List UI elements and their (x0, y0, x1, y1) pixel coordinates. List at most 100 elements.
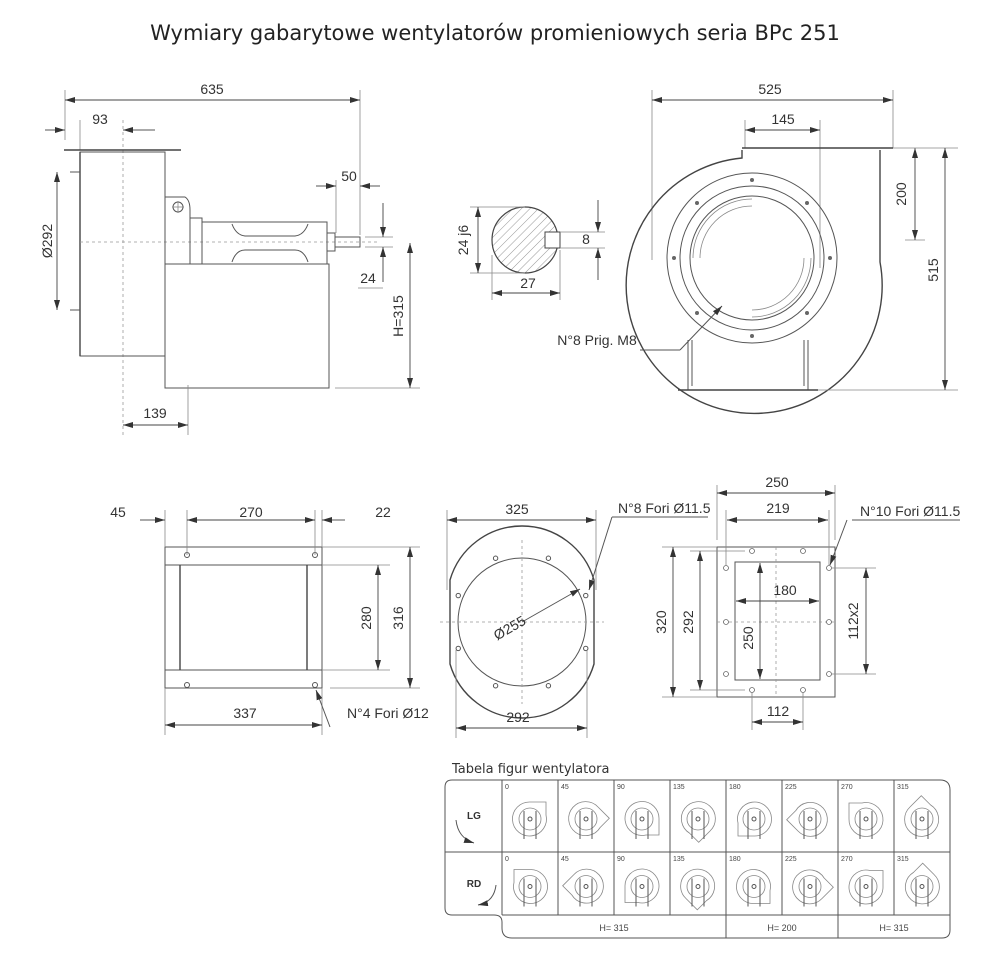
fan-orientation-icon (568, 801, 610, 839)
fan-orientation-icon (736, 869, 771, 907)
bearing-unit (201, 221, 328, 265)
fan-orientation-icon (512, 801, 547, 839)
bolt-hole (455, 645, 461, 652)
dim-total-width: 337 (233, 705, 257, 721)
dim-front-width: 525 (758, 81, 782, 97)
rotation-arrow-lg-icon (455, 819, 475, 844)
fan-orientation-icon (737, 801, 772, 839)
angle-label: 90 (617, 856, 625, 863)
holes-note-front: N°8 Prig. M8 (557, 332, 637, 348)
fan-figure-lg-315: 315 (893, 780, 940, 852)
fan-figure-lg-135: 135 (669, 780, 716, 852)
fan-orientation-icon (848, 802, 884, 839)
fan-orientation-icon (680, 801, 716, 843)
fan-figure-lg-0: 0 (505, 784, 547, 839)
footer-height-1: H= 315 (599, 923, 628, 933)
footer-height-2: H= 200 (767, 923, 796, 933)
dim-inlet-flange-diameter: Ø255 (491, 612, 529, 643)
dim-hole-spacing: 270 (239, 504, 263, 520)
dim-outlet-outer-height: 320 (653, 610, 669, 634)
angle-label: 45 (561, 784, 569, 791)
dim-outlet-hole-height: 292 (680, 610, 696, 634)
dim-total-height: 515 (925, 258, 941, 282)
rotation-arrow-rd-icon (477, 884, 497, 907)
fan-orientation-icon (848, 869, 884, 907)
dim-key-width: 8 (582, 231, 590, 247)
fan-orientation-icon (562, 868, 604, 907)
fan-figure-rd-45: 45 (557, 852, 604, 915)
dim-outlet-offset: 145 (771, 111, 795, 127)
housing-side (164, 263, 330, 389)
dim-left-offset: 45 (110, 504, 126, 520)
dim-outlet-inner-height: 250 (740, 626, 756, 650)
angle-label: 135 (673, 856, 685, 863)
bolt-hole (583, 592, 589, 599)
bolt-hole (545, 683, 552, 689)
fan-figure-rd-90: 90 (613, 852, 660, 915)
fan-figure-rd-0: 0 (505, 856, 548, 907)
fan-figure-lg-45: 45 (557, 780, 610, 852)
base-view: 45 270 22 280 316 337 N°4 Fori Ø12 (110, 504, 429, 735)
dim-outlet-hole-width: 219 (766, 500, 790, 516)
dim-inlet-outer: 325 (505, 501, 529, 517)
dim-shaft-fit: 24 j6 (455, 225, 471, 256)
shaft (334, 236, 361, 248)
angle-label: 225 (785, 856, 797, 863)
dim-inlet-offset: 93 (92, 111, 108, 127)
fan-orientation-icon (904, 795, 940, 839)
side-view: 635 93 Ø292 50 24 H=315 (39, 81, 420, 435)
fan-figure-rd-180: 180 (725, 852, 771, 915)
dim-shaft-diameter: 24 (360, 270, 376, 286)
dim-bottom-spacing: 112 (767, 703, 790, 719)
inlet-cylinder (79, 151, 166, 357)
dim-side-spacing: 112x2 (845, 602, 861, 639)
outlet-flange-view: 250 219 N°10 Fori Ø11.5 320 292 250 180 … (653, 474, 960, 730)
holes-note-outlet: N°10 Fori Ø11.5 (860, 503, 960, 519)
fan-orientation-icon (786, 801, 828, 839)
angle-label: 0 (505, 856, 509, 863)
dim-shaft-length: 50 (341, 168, 357, 184)
dim-outlet-outer-width: 250 (765, 474, 789, 490)
volute-housing (625, 150, 883, 415)
fan-figure-rd-315: 315 (893, 852, 940, 915)
row-label-rd: RD (467, 879, 481, 890)
holes-note-base: N°4 Fori Ø12 (347, 705, 429, 721)
dim-overall-length: 635 (200, 81, 224, 97)
dim-bolt-circle: 292 (506, 709, 530, 725)
dim-outlet-inner-width: 180 (773, 582, 797, 598)
inlet-flange-view: Ø255 325 292 N°8 Fori Ø11.5 (440, 500, 711, 738)
angle-label: 315 (897, 784, 909, 791)
dim-inlet-diameter: Ø292 (39, 224, 55, 258)
angle-label: 45 (561, 856, 569, 863)
footer-height-3: H= 315 (879, 923, 908, 933)
fan-figure-lg-270: 270 (837, 780, 884, 852)
dim-outlet-height: 200 (893, 182, 909, 206)
bolt-hole (583, 645, 589, 652)
fan-orientation-icon (513, 869, 548, 907)
fan-figure-rd-135: 135 (669, 852, 716, 915)
row-label-lg: LG (467, 811, 481, 822)
dim-outer-height: 316 (390, 606, 406, 630)
fan-orientation-icon (624, 801, 660, 839)
bolt-hole (492, 683, 499, 689)
figure-table-caption: Tabela figur wentylatora (451, 762, 609, 777)
angle-label: 180 (729, 784, 741, 791)
page-title: Wymiary gabarytowe wentylatorów promieni… (150, 21, 840, 45)
fan-figure-rd-270: 270 (837, 852, 884, 915)
angle-label: 315 (897, 856, 909, 863)
dim-right-offset: 22 (375, 504, 391, 520)
dim-shaft-height: H=315 (390, 295, 406, 337)
dim-base-offset: 139 (143, 405, 167, 421)
dim-inner-height: 280 (358, 606, 374, 630)
fan-figure-lg-180: 180 (725, 780, 772, 852)
angle-label: 225 (785, 784, 797, 791)
fan-orientation-icon (680, 868, 716, 911)
fan-orientation-icon (624, 868, 660, 907)
angle-label: 270 (841, 784, 853, 791)
fan-figure-lg-90: 90 (613, 780, 660, 852)
table-frame (444, 779, 951, 939)
angle-label: 180 (729, 856, 741, 863)
fan-figure-lg-225: 225 (781, 780, 828, 852)
bolt-hole (455, 592, 461, 599)
